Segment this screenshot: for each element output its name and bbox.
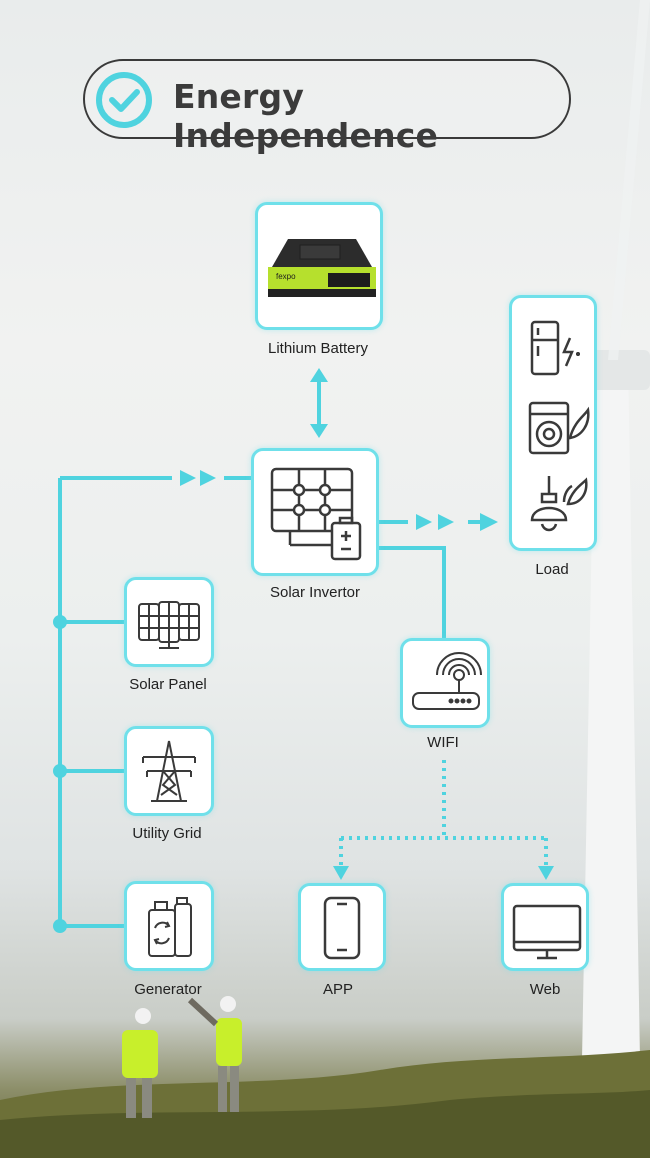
inverter-icon [270, 467, 362, 561]
washing-machine-icon [528, 401, 590, 455]
wifi-label: WIFI [427, 734, 459, 751]
web-node [501, 883, 589, 971]
lamp-icon [530, 476, 588, 532]
generator-node [124, 881, 214, 971]
page-title: Energy Independence [173, 77, 439, 155]
battery-rack-icon: fexpo [268, 239, 376, 297]
solar-panel-icon [138, 601, 200, 649]
engineer-figure [122, 1008, 158, 1118]
generator-label: Generator [134, 981, 202, 998]
load-node [509, 295, 597, 551]
title-banner: Energy Independence [83, 59, 571, 155]
load-label: Load [535, 561, 569, 578]
fridge-icon [530, 320, 580, 376]
wind-turbine-blade [608, 0, 650, 360]
solar-panel-node [124, 577, 214, 667]
router-icon [412, 652, 482, 710]
battery-brand-label: fexpo [276, 272, 296, 281]
app-label: APP [322, 981, 354, 998]
utility-grid-label: Utility Grid [132, 825, 202, 842]
monitor-icon [512, 904, 582, 960]
check-circle-icon [96, 72, 152, 128]
web-label: Web [529, 981, 561, 998]
engineer-figure [187, 996, 242, 1112]
app-node [298, 883, 386, 971]
inverter-node [251, 448, 379, 576]
solar-panel-label: Solar Panel [129, 676, 207, 693]
wifi-node [400, 638, 490, 728]
wind-turbine-nacelle [586, 350, 650, 390]
battery-node: fexpo [255, 202, 383, 330]
battery-label: Lithium Battery [267, 340, 369, 357]
utility-grid-node [124, 726, 214, 816]
generator-icon [148, 897, 192, 957]
inverter-label: Solar Invertor [269, 584, 361, 601]
power-tower-icon [142, 740, 196, 802]
smartphone-icon [323, 896, 361, 960]
